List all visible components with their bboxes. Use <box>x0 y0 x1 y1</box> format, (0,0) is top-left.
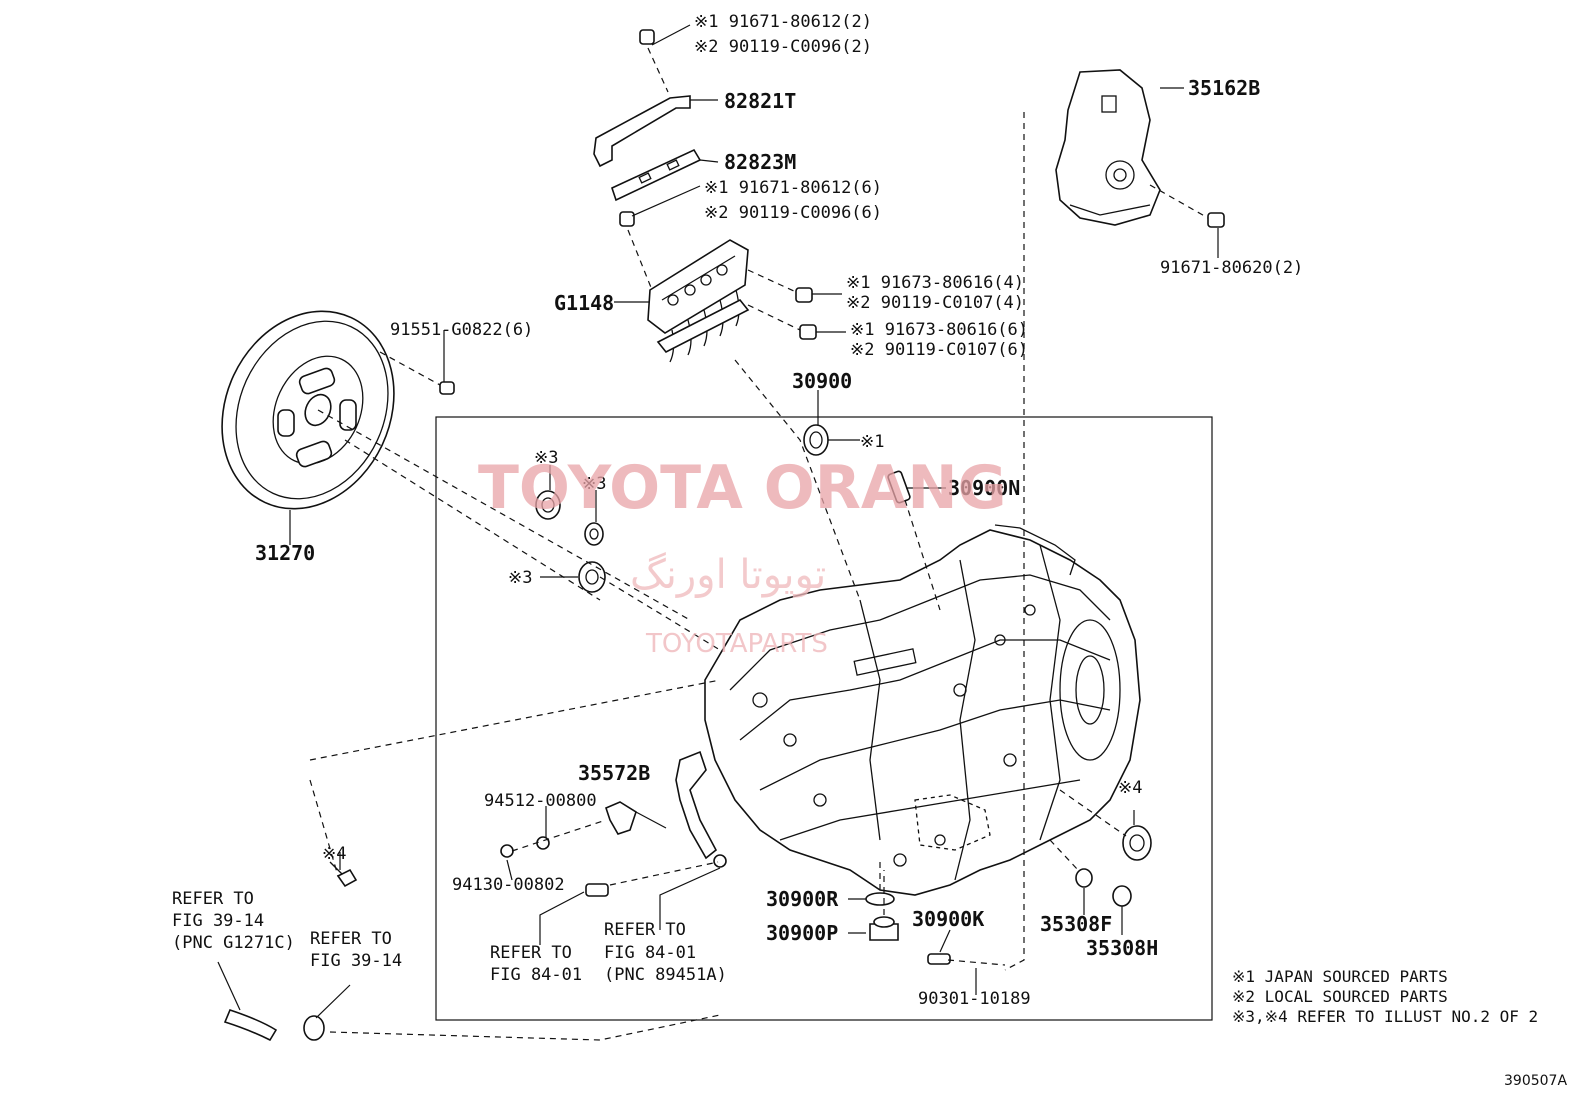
label-top-bolt-a: ※1 91671-80612(2) <box>694 12 872 32</box>
label-mid-bolt-b: ※2 90119-C0096(6) <box>704 203 882 223</box>
mark-m3b: ※3 <box>582 474 606 494</box>
label-31270: 31270 <box>255 541 315 565</box>
transaxle-assembly <box>704 524 1141 896</box>
label-30900: 30900 <box>792 369 852 393</box>
plug-30900R <box>865 892 895 906</box>
bolts-top <box>439 29 1225 395</box>
hose-refer <box>223 1009 325 1042</box>
watermark-farsi: تویوتا اورنگ <box>630 552 826 598</box>
clutch-disc-31270 <box>221 310 395 510</box>
label-35308F: 35308F <box>1040 912 1112 936</box>
sensor-35572B <box>605 750 718 860</box>
refer4-line1: REFER TO <box>604 920 686 940</box>
plug-30900P <box>869 916 899 941</box>
refer4-line3: (PNC 89451A) <box>604 965 727 985</box>
label-82821T: 82821T <box>724 89 796 113</box>
note-japan: ※1 JAPAN SOURCED PARTS <box>1232 967 1448 986</box>
label-30900P: 30900P <box>766 921 838 945</box>
seal-m3c <box>578 561 606 593</box>
washer-m3b <box>584 522 604 546</box>
refer2-line2: FIG 39-14 <box>310 951 402 971</box>
label-30900N: 30900N <box>948 476 1020 500</box>
bolt-30900K <box>927 953 951 965</box>
mark-m3a: ※3 <box>534 448 558 468</box>
label-94512: 94512-00800 <box>484 791 597 811</box>
refer3-line1: REFER TO <box>490 943 572 963</box>
seal-30900 <box>803 424 829 456</box>
label-35572B: 35572B <box>578 761 650 785</box>
label-g-bolt1-a: ※1 91673-80616(4) <box>846 273 1024 293</box>
refer3-line2: FIG 84-01 <box>490 965 582 985</box>
bolt-m4a <box>329 861 358 888</box>
note-local: ※2 LOCAL SOURCED PARTS <box>1232 987 1448 1006</box>
label-g-bolt1-b: ※2 90119-C0107(4) <box>846 293 1024 313</box>
label-30900K: 30900K <box>912 907 984 931</box>
refer1-line3: (PNC G1271C) <box>172 933 295 953</box>
refer1-line2: FIG 39-14 <box>172 911 264 931</box>
plug-m3a <box>535 490 561 520</box>
cover-35162B <box>1055 69 1161 226</box>
oring-35308F <box>1075 868 1093 888</box>
mark-m4b: ※4 <box>1118 778 1142 798</box>
watermark: TOYOTA ORANG تویوتا اورنگ TOYOTAPARTS <box>478 453 1007 659</box>
plug-35308H <box>1112 885 1132 907</box>
label-cover-bolt: 91671-80620(2) <box>1160 258 1303 278</box>
watermark-sub: TOYOTAPARTS <box>645 629 828 659</box>
mark-m4a: ※4 <box>322 844 346 864</box>
label-35308H: 35308H <box>1086 936 1158 960</box>
label-90301: 90301-10189 <box>918 989 1031 1009</box>
label-35162B: 35162B <box>1188 76 1260 100</box>
note-refer: ※3,※4 REFER TO ILLUST NO.2 OF 2 <box>1232 1007 1538 1026</box>
figure-id: 390507A <box>1504 1073 1567 1089</box>
seal-m4b <box>1122 825 1152 861</box>
part-labels: ※1 91671-80612(2) ※2 90119-C0096(2) 8282… <box>255 12 1303 1009</box>
refer1-line1: REFER TO <box>172 889 254 909</box>
harness-G1148 <box>647 239 750 363</box>
label-disc-bolt: 91551-G0822(6) <box>390 320 533 340</box>
refer2-line1: REFER TO <box>310 929 392 949</box>
bolts-small <box>500 836 727 897</box>
label-g-bolt2-a: ※1 91673-80616(6) <box>850 320 1028 340</box>
label-94130: 94130-00802 <box>452 875 565 895</box>
label-G1148: G1148 <box>554 291 614 315</box>
sensor-30900N <box>887 470 911 504</box>
mark-m1: ※1 <box>860 432 884 452</box>
mark-m3c: ※3 <box>508 568 532 588</box>
refer4-line2: FIG 84-01 <box>604 943 696 963</box>
label-top-bolt-b: ※2 90119-C0096(2) <box>694 37 872 57</box>
leader-lines <box>217 24 1219 1041</box>
label-g-bolt2-b: ※2 90119-C0107(6) <box>850 340 1028 360</box>
refer-notes: REFER TO FIG 39-14 (PNC G1271C) REFER TO… <box>172 889 727 985</box>
legend-notes: ※1 JAPAN SOURCED PARTS ※2 LOCAL SOURCED … <box>1232 967 1538 1026</box>
label-mid-bolt-a: ※1 91671-80612(6) <box>704 178 882 198</box>
transaxle-frame <box>435 416 1213 1021</box>
watermark-main: TOYOTA ORANG <box>478 453 1007 523</box>
plate-82823M <box>611 148 702 202</box>
bracket-82821T <box>593 95 691 168</box>
label-30900R: 30900R <box>766 887 839 911</box>
label-82823M: 82823M <box>724 150 796 174</box>
